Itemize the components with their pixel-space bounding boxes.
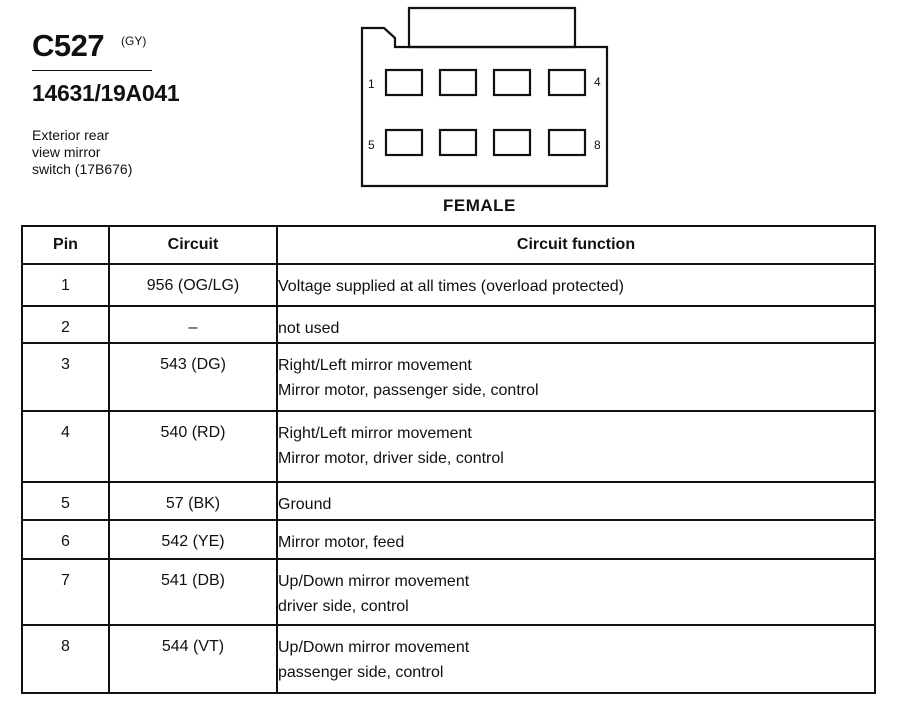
function-line: not used: [278, 320, 340, 337]
circuit-function: not used: [276, 305, 876, 344]
connector-color-code: (GY): [121, 34, 147, 48]
circuit-id: 542 (YE): [108, 519, 278, 560]
circuit-id: 543 (DG): [108, 342, 278, 412]
header-divider: [32, 70, 152, 71]
circuit-function: Right/Left mirror movement Mirror motor,…: [276, 342, 876, 412]
function-line: Up/Down mirror movement: [278, 639, 470, 656]
circuit-id: 544 (VT): [108, 624, 278, 694]
pin-cavity: [492, 68, 532, 97]
pin-number: 3: [21, 342, 110, 412]
connector-description: Exterior rear view mirror switch (17B676…: [32, 127, 132, 178]
pin-number: 2: [21, 305, 110, 344]
pin-cavity: [384, 68, 424, 97]
description-line: Exterior rear: [32, 127, 110, 143]
pin-cavity: [438, 68, 478, 97]
circuit-id: –: [108, 305, 278, 344]
pin-cavity: [384, 128, 424, 157]
connector-face-diagram: 1 4 5 8: [360, 6, 609, 188]
pin-cavity: [438, 128, 478, 157]
function-line: Right/Left mirror movement: [278, 357, 472, 374]
function-line: Mirror motor, passenger side, control: [278, 382, 539, 399]
circuit-function: Up/Down mirror movement driver side, con…: [276, 558, 876, 626]
pinout-table: Pin Circuit Circuit function 1 956 (OG/L…: [21, 225, 876, 694]
circuit-function: Ground: [276, 481, 876, 521]
part-number: 14631/19A041: [32, 80, 180, 106]
pin-number-label: 1: [368, 77, 375, 91]
circuit-function: Mirror motor, feed: [276, 519, 876, 560]
circuit-id: 541 (DB): [108, 558, 278, 626]
table-row: 3 543 (DG) Right/Left mirror movement Mi…: [21, 342, 876, 412]
function-line: driver side, control: [278, 598, 409, 615]
pin-cavity: [547, 68, 587, 97]
table-row: 8 544 (VT) Up/Down mirror movement passe…: [21, 624, 876, 694]
pin-number: 4: [21, 410, 110, 483]
pin-number: 7: [21, 558, 110, 626]
column-header-circuit: Circuit: [108, 225, 278, 265]
table-row: 4 540 (RD) Right/Left mirror movement Mi…: [21, 410, 876, 483]
pin-number: 6: [21, 519, 110, 560]
table-row: 1 956 (OG/LG) Voltage supplied at all ti…: [21, 263, 876, 307]
table-row: 6 542 (YE) Mirror motor, feed: [21, 519, 876, 560]
column-header-function: Circuit function: [276, 225, 876, 265]
function-line: Up/Down mirror movement: [278, 573, 470, 590]
circuit-function: Up/Down mirror movement passenger side, …: [276, 624, 876, 694]
function-line: passenger side, control: [278, 664, 444, 681]
function-line: Voltage supplied at all times (overload …: [278, 278, 624, 295]
description-line: switch (17B676): [32, 161, 133, 177]
table-header-row: Pin Circuit Circuit function: [21, 225, 876, 265]
function-line: Ground: [278, 496, 332, 513]
connector-lock-tab: [407, 6, 577, 47]
pin-number-label: 8: [594, 138, 601, 152]
function-line: Right/Left mirror movement: [278, 425, 472, 442]
table-row: 2 – not used: [21, 305, 876, 344]
description-line: view mirror: [32, 144, 101, 160]
function-line: Mirror motor, driver side, control: [278, 450, 504, 467]
circuit-id: 57 (BK): [108, 481, 278, 521]
circuit-function: Right/Left mirror movement Mirror motor,…: [276, 410, 876, 483]
pin-number: 1: [21, 263, 110, 307]
pin-number-label: 5: [368, 138, 375, 152]
table-row: 5 57 (BK) Ground: [21, 481, 876, 521]
circuit-id: 956 (OG/LG): [108, 263, 278, 307]
connector-id: C527: [32, 28, 105, 63]
connector-outline: [360, 26, 609, 188]
table-row: 7 541 (DB) Up/Down mirror movement drive…: [21, 558, 876, 626]
function-line: Mirror motor, feed: [278, 534, 405, 551]
pin-cavity: [547, 128, 587, 157]
circuit-id: 540 (RD): [108, 410, 278, 483]
circuit-function: Voltage supplied at all times (overload …: [276, 263, 876, 307]
column-header-pin: Pin: [21, 225, 110, 265]
pin-number-label: 4: [594, 75, 601, 89]
connector-gender-label: FEMALE: [443, 196, 516, 215]
pin-cavity: [492, 128, 532, 157]
pin-number: 8: [21, 624, 110, 694]
pin-number: 5: [21, 481, 110, 521]
